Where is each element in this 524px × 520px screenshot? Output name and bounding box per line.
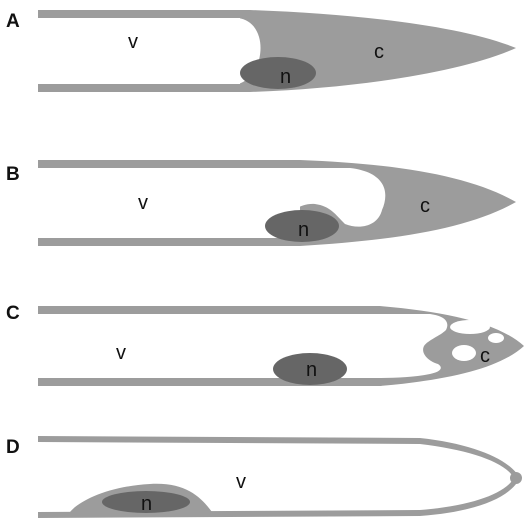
panel-d: D v n (6, 436, 522, 518)
panel-d-nucleus-label: n (141, 493, 152, 515)
panel-a-vacuole (38, 18, 261, 84)
panel-c-vacuole (38, 314, 447, 378)
panel-b-cytoplasm-label: c (420, 195, 430, 217)
panel-d-vacuole-label: v (236, 471, 246, 493)
panel-b-label: B (6, 164, 20, 185)
panel-c-vacuole-strand-3 (488, 333, 504, 343)
panel-a-nucleus-label: n (280, 66, 291, 88)
panel-c-vacuole-strand-2 (452, 345, 476, 361)
panel-c-vacuole-label: v (116, 342, 126, 364)
panel-a-cytoplasm-label: c (374, 41, 384, 63)
panel-c-nucleus-label: n (306, 359, 317, 381)
panel-c: C v n c (6, 303, 524, 386)
panel-b: B v n c (6, 160, 516, 246)
panel-a: A v n c (6, 10, 516, 92)
panel-c-vacuole-strand-1 (450, 320, 490, 334)
panel-a-vacuole-label: v (128, 31, 138, 53)
panel-a-nucleus (240, 57, 316, 89)
panel-c-cytoplasm-label: c (480, 345, 490, 367)
panel-a-label: A (6, 11, 20, 32)
panel-c-label: C (6, 303, 20, 324)
panel-b-nucleus-label: n (298, 219, 309, 241)
panel-d-tip-vesicle (510, 472, 522, 484)
panel-d-label: D (6, 437, 20, 458)
panel-b-vacuole-label: v (138, 192, 148, 214)
